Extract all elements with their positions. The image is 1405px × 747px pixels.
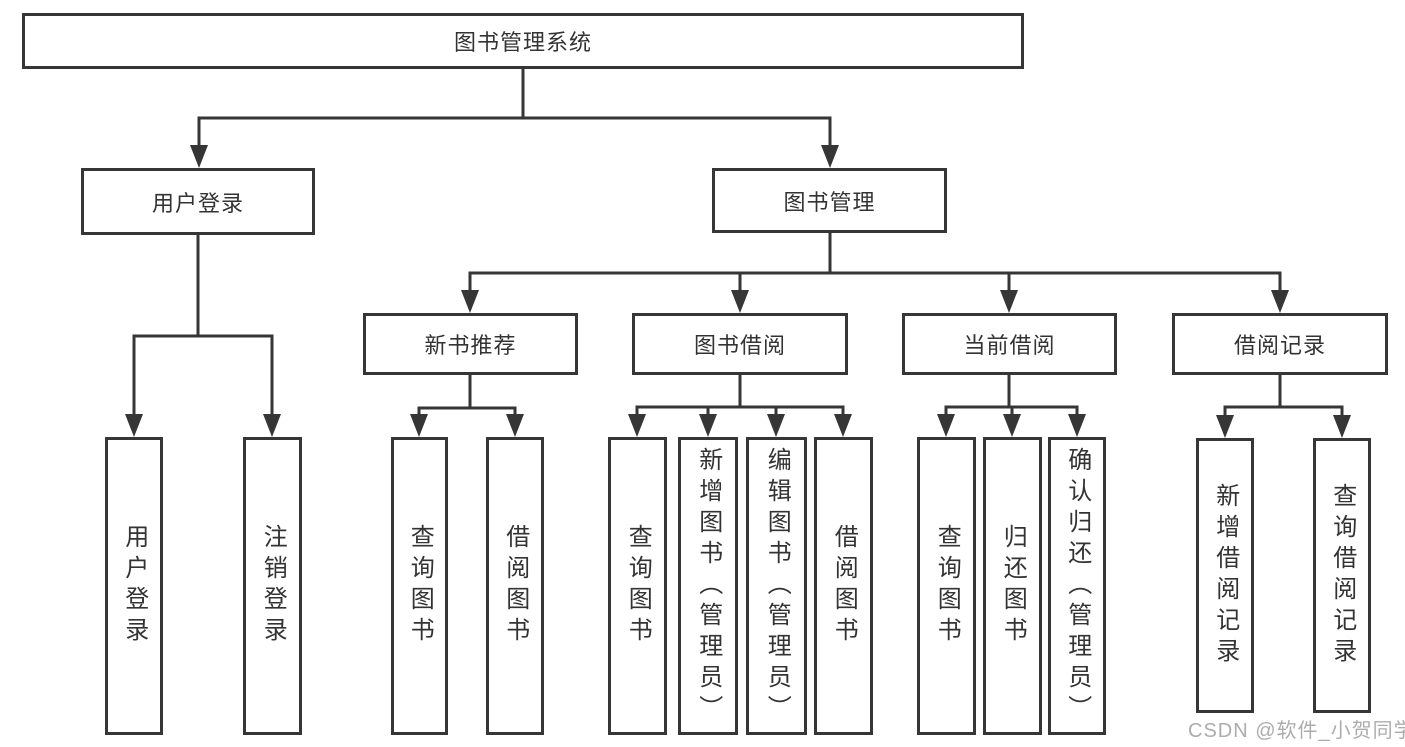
node-leaf-return-books: 归还图书 <box>983 437 1042 735</box>
arrowhead-icon <box>731 290 749 313</box>
connector-edges <box>132 68 1344 419</box>
node-label: 注销登录 <box>259 524 287 648</box>
node-label: 查询图书 <box>624 524 652 648</box>
node-leaf-borrow-books-1: 借阅图书 <box>486 437 544 735</box>
node-leaf-query-books-1: 查询图书 <box>391 437 448 735</box>
arrowhead-icon <box>506 414 524 437</box>
node-new-book-recommend: 新书推荐 <box>363 313 578 375</box>
node-label: 编辑图书（管理员） <box>763 446 791 726</box>
node-leaf-borrow-books-2: 借阅图书 <box>814 437 873 735</box>
node-leaf-query-books-3: 查询图书 <box>917 437 976 735</box>
node-label: 当前借阅 <box>963 333 1056 358</box>
node-leaf-add-borrow-record: 新增借阅记录 <box>1196 438 1254 713</box>
arrowhead-icon <box>834 414 852 437</box>
node-book-borrowing: 图书借阅 <box>632 313 848 375</box>
node-label: 图书管理系统 <box>453 30 592 55</box>
node-label: 借阅图书 <box>501 524 529 648</box>
node-leaf-add-books-admin: 新增图书（管理员） <box>678 437 738 735</box>
node-leaf-confirm-return-admin: 确认归还（管理员） <box>1048 437 1106 735</box>
arrowhead-icon <box>1216 415 1234 438</box>
node-label: 图书借阅 <box>693 333 786 358</box>
arrowhead-icon <box>1271 290 1289 313</box>
node-leaf-query-books-2: 查询图书 <box>608 437 667 735</box>
node-label: 借阅记录 <box>1233 333 1326 358</box>
node-label: 用户登录 <box>120 524 148 648</box>
node-leaf-logout: 注销登录 <box>243 437 302 735</box>
node-label: 确认归还（管理员） <box>1063 446 1091 726</box>
connector-arrowheads <box>125 145 1351 438</box>
edge-book-mgmt-branch <box>468 233 1282 293</box>
arrowhead-icon <box>410 414 428 437</box>
arrowhead-icon <box>937 414 955 437</box>
arrowhead-icon <box>125 414 143 437</box>
node-book-management: 图书管理 <box>712 168 947 233</box>
node-leaf-user-login: 用户登录 <box>105 437 163 735</box>
watermark: CSDN @软件_小贺同学 <box>1188 720 1405 742</box>
arrowhead-icon <box>767 414 785 437</box>
edge-book-borrow-branch <box>635 375 845 418</box>
node-label: 查询图书 <box>406 524 434 648</box>
node-borrowing-records: 借阅记录 <box>1172 313 1388 375</box>
edge-user-login-branch <box>132 235 274 418</box>
node-label: 新书推荐 <box>424 333 517 358</box>
edge-root-branch <box>197 68 832 148</box>
node-user-login: 用户登录 <box>81 168 315 235</box>
arrowhead-icon <box>263 414 281 437</box>
arrowhead-icon <box>1003 414 1021 437</box>
node-label: 查询借阅记录 <box>1328 482 1356 669</box>
arrowhead-icon <box>1000 290 1018 313</box>
edge-current-borrow-branch <box>944 375 1079 418</box>
node-label: 图书管理 <box>783 189 876 215</box>
node-label: 新增图书（管理员） <box>694 446 722 726</box>
node-label: 查询图书 <box>933 524 961 648</box>
edge-new-book-branch <box>417 375 517 418</box>
arrowhead-icon <box>821 145 839 168</box>
arrowhead-icon <box>190 145 208 168</box>
arrowhead-icon <box>461 290 479 313</box>
node-leaf-query-borrow-record: 查询借阅记录 <box>1313 438 1371 713</box>
node-leaf-edit-books-admin: 编辑图书（管理员） <box>746 437 807 735</box>
node-label: 归还图书 <box>999 524 1027 648</box>
node-label: 借阅图书 <box>830 524 858 648</box>
arrowhead-icon <box>699 414 717 437</box>
arrowhead-icon <box>1068 414 1086 437</box>
node-label: 用户登录 <box>151 190 244 216</box>
edge-borrow-record-branch <box>1223 375 1344 419</box>
node-root-system: 图书管理系统 <box>22 13 1024 69</box>
arrowhead-icon <box>1333 415 1351 438</box>
arrowhead-icon <box>628 414 646 437</box>
node-current-borrowing: 当前借阅 <box>902 313 1117 375</box>
node-label: 新增借阅记录 <box>1211 482 1239 669</box>
